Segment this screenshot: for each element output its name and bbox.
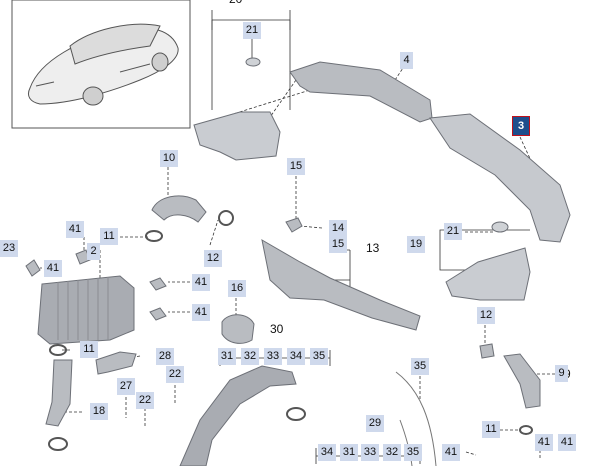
hose-28	[95, 351, 137, 375]
callout-3-selected[interactable]: 3	[512, 116, 530, 136]
clamp-11a	[145, 230, 163, 242]
clamp-18	[48, 437, 68, 451]
hose-10	[151, 195, 207, 223]
label-20: 20	[229, 0, 242, 6]
wire-29	[399, 419, 413, 466]
callout-41[interactable]: 41	[66, 221, 84, 238]
label-13: 13	[366, 241, 380, 255]
callout-35[interactable]: 35	[310, 348, 328, 365]
callout-21-right[interactable]: 21	[444, 223, 462, 240]
hose-16	[221, 314, 255, 344]
hose-9	[503, 353, 541, 409]
shroud-right	[445, 247, 531, 301]
wire-35	[395, 371, 437, 466]
intercooler-2	[37, 275, 135, 345]
part-shapes	[25, 57, 571, 466]
pipe-13	[261, 239, 421, 331]
clamp-bottom	[286, 407, 306, 421]
air-duct-4	[289, 61, 433, 123]
shroud-left	[193, 111, 281, 161]
callout-29[interactable]: 29	[366, 415, 384, 432]
callout-11-left[interactable]: 11	[80, 341, 98, 358]
callout-34[interactable]: 34	[287, 348, 305, 365]
callout-41-bottom[interactable]: 41	[442, 444, 460, 461]
callout-35-right[interactable]: 35	[411, 358, 429, 375]
callout-22[interactable]: 22	[166, 366, 184, 383]
callout-19[interactable]: 19	[407, 236, 425, 253]
coupler-12b	[479, 343, 495, 359]
callout-35-bottom[interactable]: 35	[404, 444, 422, 461]
callout-4[interactable]: 4	[400, 52, 413, 69]
callout-15[interactable]: 15	[287, 158, 305, 175]
callout-15-lower[interactable]: 15	[329, 236, 347, 253]
callout-32[interactable]: 32	[241, 348, 259, 365]
callout-22-lower[interactable]: 22	[136, 392, 154, 409]
callout-31-bottom[interactable]: 31	[340, 444, 358, 461]
bracket-41b	[149, 277, 167, 291]
label-30: 30	[270, 322, 284, 336]
vehicle-thumbnail-icon	[27, 23, 179, 106]
callout-41-right-a[interactable]: 41	[535, 434, 553, 451]
air-duct-3	[429, 113, 571, 243]
callout-33[interactable]: 33	[264, 348, 282, 365]
hose-large-left	[179, 365, 297, 466]
callout-11-right[interactable]: 11	[482, 421, 500, 438]
bracket-41a	[25, 259, 41, 277]
callout-27[interactable]: 27	[117, 378, 135, 395]
hose-18	[45, 359, 73, 427]
callout-41-right-b[interactable]: 41	[558, 434, 576, 451]
cap-21a	[245, 57, 261, 67]
callout-41-mid[interactable]: 41	[192, 274, 210, 291]
callout-9[interactable]: 9	[555, 365, 568, 382]
bracket-41d	[75, 249, 91, 265]
callout-12-right[interactable]: 12	[477, 307, 495, 324]
sensor-14	[285, 217, 303, 233]
callout-28[interactable]: 28	[156, 348, 174, 365]
callout-32-bottom[interactable]: 32	[383, 444, 401, 461]
clamp-11c	[519, 425, 533, 435]
cap-21b	[491, 221, 509, 233]
callout-41-lower[interactable]: 41	[192, 304, 210, 321]
callout-34-bottom[interactable]: 34	[318, 444, 336, 461]
callout-2[interactable]: 2	[87, 243, 100, 260]
callout-33-bottom[interactable]: 33	[361, 444, 379, 461]
clamp-12a	[218, 210, 234, 226]
callout-16[interactable]: 16	[228, 280, 246, 297]
callout-23[interactable]: 23	[0, 240, 18, 257]
callout-12[interactable]: 12	[204, 250, 222, 267]
callout-18[interactable]: 18	[90, 403, 108, 420]
bracket-41c	[149, 307, 167, 321]
callout-11[interactable]: 11	[100, 228, 118, 245]
leader-lines	[40, 64, 560, 460]
clamp-11b	[49, 344, 67, 356]
callout-14[interactable]: 14	[329, 220, 347, 237]
callout-31[interactable]: 31	[218, 348, 236, 365]
callout-41-left[interactable]: 41	[44, 260, 62, 277]
callout-21[interactable]: 21	[243, 22, 261, 39]
intercooler-fins	[57, 277, 109, 340]
callout-10[interactable]: 10	[160, 150, 178, 167]
